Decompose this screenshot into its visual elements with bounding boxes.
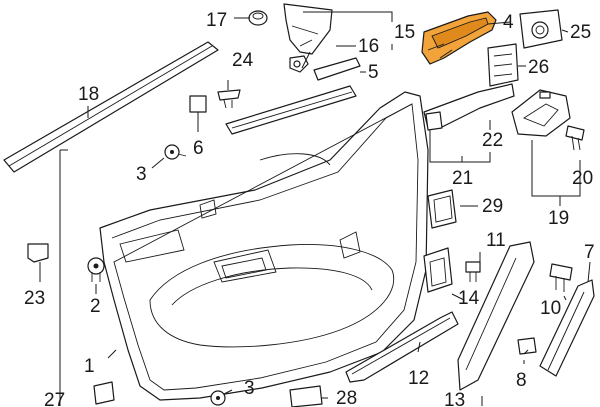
part-5-trim-strip[interactable] <box>313 57 361 81</box>
part-27-item[interactable] <box>93 381 115 405</box>
part-1-door-trim-panel[interactable] <box>99 91 429 401</box>
callout-11: 11 <box>486 230 506 251</box>
part-29-switch[interactable] <box>427 189 457 229</box>
callout-13: 13 <box>444 390 465 407</box>
part-23-clip[interactable] <box>27 243 49 263</box>
callout-15: 15 <box>394 22 415 43</box>
callout-4: 4 <box>503 12 514 33</box>
callout-25: 25 <box>570 22 591 43</box>
callout-29: 29 <box>482 196 503 217</box>
part-26-window-switch[interactable] <box>487 43 519 87</box>
part-6-retainer[interactable] <box>189 95 207 113</box>
part-10-screw[interactable] <box>549 263 573 292</box>
callout-8: 8 <box>516 370 527 391</box>
callout-21: 21 <box>452 168 473 189</box>
callout-17: 17 <box>206 10 227 31</box>
callout-2: 2 <box>90 296 101 317</box>
part-20-screw[interactable] <box>565 125 585 151</box>
fastener-details <box>93 150 220 400</box>
callout-3-lower: 3 <box>244 378 255 399</box>
callout-18: 18 <box>78 84 99 105</box>
callout-5: 5 <box>368 62 379 83</box>
callout-19: 19 <box>548 208 569 229</box>
part-12-armrest-strip[interactable] <box>345 311 459 383</box>
part-2-clip[interactable] <box>87 257 105 282</box>
callout-22: 22 <box>482 130 503 151</box>
part-14-bezel[interactable] <box>423 247 453 293</box>
part-24-push-clip[interactable] <box>217 89 241 109</box>
armrest-upper-strip[interactable] <box>225 85 357 135</box>
part-4-inside-door-handle-highlighted[interactable] <box>421 11 497 65</box>
part-28-connector[interactable] <box>289 385 323 407</box>
part-11-screw[interactable] <box>465 261 481 282</box>
callout-14: 14 <box>458 288 480 309</box>
callout-24: 24 <box>232 50 254 71</box>
part-16-trim-clip[interactable] <box>289 55 309 73</box>
callout-6: 6 <box>193 138 204 159</box>
callout-3-upper: 3 <box>136 164 147 185</box>
part-19-handle-bezel[interactable] <box>511 89 571 137</box>
part-18-belt-molding[interactable] <box>3 41 219 173</box>
part-22-pull-handle[interactable] <box>423 83 515 131</box>
part-25-mirror-switch[interactable] <box>519 9 563 49</box>
leader-lines <box>39 11 591 406</box>
callout-28: 28 <box>336 388 357 407</box>
callout-7: 7 <box>584 242 595 263</box>
part-17-plug[interactable] <box>248 10 268 26</box>
callout-12: 12 <box>408 368 429 389</box>
callout-27: 27 <box>44 390 65 407</box>
callout-26: 26 <box>528 57 549 78</box>
part-13-vertical-trim[interactable] <box>457 241 535 391</box>
callout-20: 20 <box>572 168 593 189</box>
callout-23: 23 <box>24 288 45 309</box>
part-3-clip-upper[interactable] <box>164 144 187 160</box>
callout-10: 10 <box>540 298 561 319</box>
callout-1: 1 <box>84 356 95 377</box>
part-15-corner-trim[interactable] <box>283 3 333 55</box>
part-7-rear-trim[interactable] <box>539 279 595 377</box>
part-8-clip[interactable] <box>517 337 537 355</box>
callout-numbers: 17 15 16 5 4 25 26 24 18 6 3 22 21 20 19… <box>24 10 595 407</box>
callout-16: 16 <box>358 36 379 57</box>
